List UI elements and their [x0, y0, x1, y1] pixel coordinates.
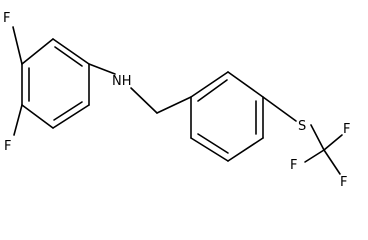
aromatic-inner-bond	[197, 133, 229, 154]
atom-nh: NH	[112, 74, 132, 89]
bond	[52, 104, 90, 129]
bond	[190, 137, 229, 162]
bond-ring-f-bottom	[13, 104, 23, 136]
aromatic-inner-bond	[53, 101, 83, 121]
bond-ring-f-top	[12, 26, 23, 65]
bond	[52, 38, 90, 65]
bond-nh-ch2	[130, 87, 158, 114]
bond	[227, 137, 264, 162]
bond-ch2-ring	[156, 96, 192, 114]
bond-c-f-right	[323, 134, 343, 151]
bond-ring-s	[262, 96, 297, 122]
ring-difluorophenyl	[21, 38, 90, 129]
atom-f-cf3-left: F	[290, 158, 297, 173]
bond	[21, 38, 54, 65]
bond-s-cf3	[310, 124, 325, 151]
aromatic-inner-bond	[54, 46, 83, 67]
atom-f-top: F	[3, 11, 10, 26]
molecule-structure: F F NH S F F F	[3, 11, 350, 189]
bond-c-f-left	[304, 149, 325, 163]
bond	[227, 71, 264, 98]
atom-f-bottom: F	[4, 139, 11, 154]
bond	[190, 71, 229, 98]
atom-f-cf3-right: F	[343, 122, 350, 137]
bond	[21, 104, 54, 129]
ring-phenyl	[190, 71, 264, 162]
atom-s: S	[298, 119, 306, 134]
bond-c-f-bottom	[323, 149, 341, 175]
bond-ring-nh	[88, 63, 116, 75]
atom-f-cf3-bottom: F	[340, 175, 347, 189]
aromatic-inner-bond	[197, 79, 228, 102]
